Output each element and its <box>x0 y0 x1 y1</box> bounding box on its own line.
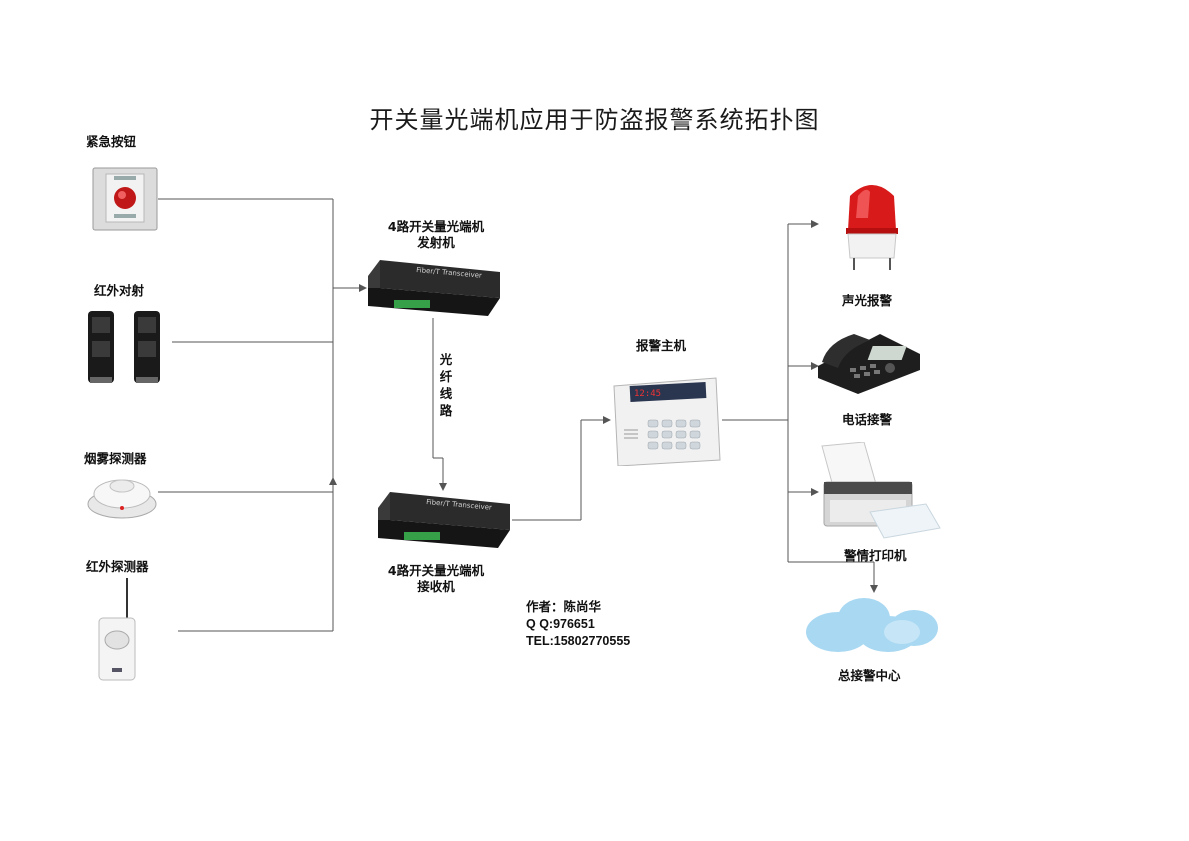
transmitter-label-line2: 发射机 <box>417 235 455 250</box>
center-label: 总接警中心 <box>838 668 901 683</box>
emergency-button-label: 紧急按钮 <box>86 134 137 149</box>
printer-label: 警情打印机 <box>844 548 907 563</box>
author-name: 作者：陈尚华 <box>526 600 602 614</box>
transmitter-label: 4路开关量光端机 发射机 <box>376 219 496 251</box>
phone-label: 电话接警 <box>842 412 893 427</box>
fiber-line-label: 光 纤 线 路 <box>438 351 454 419</box>
ir-beam-icon <box>88 311 160 383</box>
ir-beam-label: 红外对射 <box>94 283 145 298</box>
telephone-icon <box>818 334 920 394</box>
page-title: 开关量光端机应用于防盗报警系统拓扑图 <box>369 106 820 134</box>
author-qq: Q Q:976651 <box>526 617 595 631</box>
strobe-light-icon <box>846 185 898 270</box>
receiver-device-icon: Fiber/T Transceiver <box>378 492 510 548</box>
alarm-host-icon: 12:45 <box>613 377 721 466</box>
ir-detector-label: 红外探测器 <box>86 559 149 574</box>
fiber-label-char: 线 <box>439 386 453 401</box>
cloud-icon <box>806 598 938 652</box>
emergency-button-icon <box>92 167 158 231</box>
ir-detector-icon <box>98 578 136 681</box>
fiber-label-char: 纤 <box>439 369 453 384</box>
author-block: 作者：陈尚华 Q Q:976651 TEL:15802770555 <box>526 599 630 650</box>
receiver-label-line1: 4路开关量光端机 <box>387 563 485 578</box>
fiber-label-char: 路 <box>439 403 453 418</box>
alarm-host-label: 报警主机 <box>636 338 687 353</box>
strobe-label: 声光报警 <box>842 293 893 308</box>
transmitter-device-icon: Fiber/T Transceiver <box>368 260 500 316</box>
smoke-detector-icon <box>87 479 157 519</box>
printer-icon <box>821 442 941 539</box>
receiver-label-line2: 接收机 <box>417 579 455 594</box>
transmitter-label-line1: 4路开关量光端机 <box>387 219 485 234</box>
fiber-label-char: 光 <box>439 352 453 367</box>
smoke-detector-label: 烟雾探测器 <box>84 451 147 466</box>
author-tel: TEL:15802770555 <box>526 634 631 648</box>
alarm-panel-display: 12:45 <box>634 389 661 399</box>
receiver-label: 4路开关量光端机 接收机 <box>376 563 496 595</box>
